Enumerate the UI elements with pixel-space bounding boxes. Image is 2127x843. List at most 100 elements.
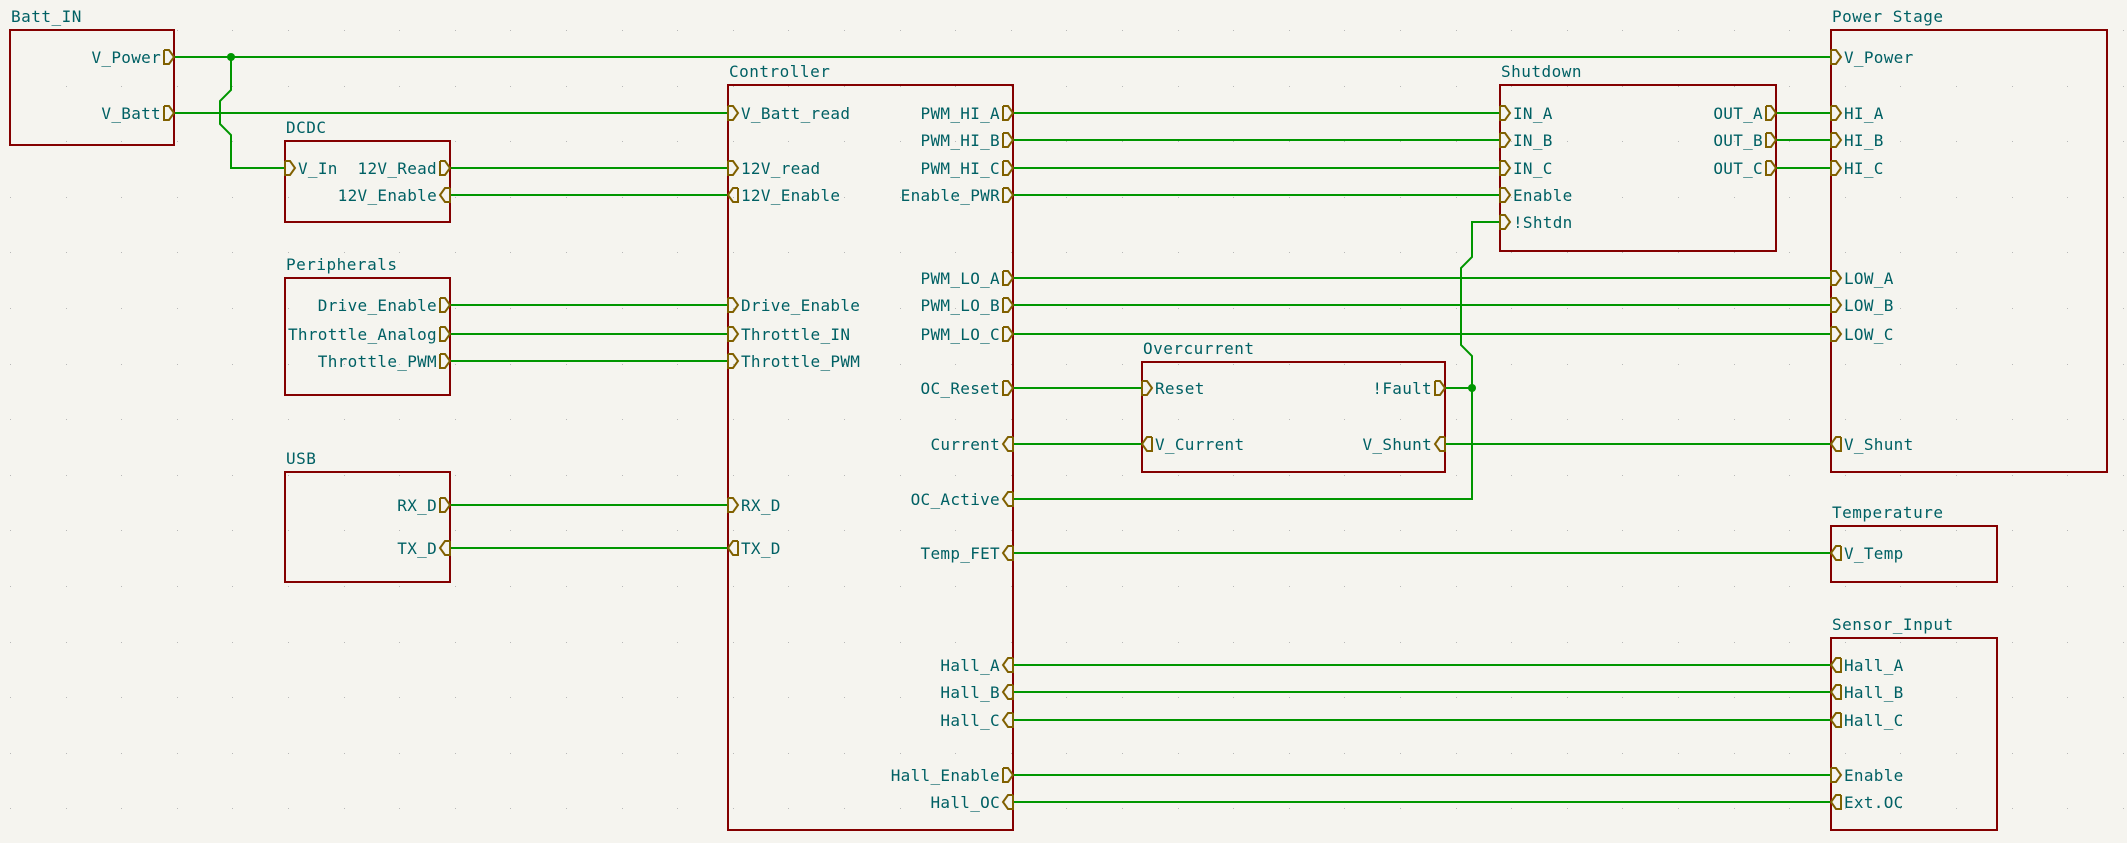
pin-enable[interactable]: Enable [1499,186,1573,205]
sheet-border[interactable] [1830,637,1998,831]
sheet-dcdc[interactable]: DCDC V_In 12V_Read 12V_Enable [284,118,452,223]
pin-hi-b[interactable]: HI_B [1830,131,1884,150]
sheet-title[interactable]: Sensor_Input [1832,615,1954,634]
pin-oc-active[interactable]: OC_Active [911,490,1014,509]
pin-in-a[interactable]: IN_A [1499,104,1553,123]
wire-oc-active[interactable] [1013,388,1473,500]
pin-ext-oc[interactable]: Ext.OC [1829,793,1904,812]
pin-v-power[interactable]: V_Power [91,48,176,67]
pin-rx-d[interactable]: RX_D [397,496,452,515]
pin-rx-d[interactable]: RX_D [727,496,781,515]
pin-hall-c[interactable]: Hall_C [1829,711,1904,730]
pin-hall-c[interactable]: Hall_C [940,711,1014,730]
sheet-title[interactable]: Batt_IN [11,7,82,26]
sheet-title[interactable]: DCDC [286,118,327,137]
sheet-border[interactable] [1141,361,1446,473]
pin-out-a[interactable]: OUT_A [1713,104,1778,123]
pin-pwm-hi-a[interactable]: PWM_HI_A [921,104,1015,123]
pin-label: !Shtdn [1513,213,1573,232]
pin-pwm-lo-c[interactable]: PWM_LO_C [921,325,1015,344]
pin-out-c[interactable]: OUT_C [1713,159,1778,178]
sheet-title[interactable]: Controller [729,62,830,81]
pin-drive-enable[interactable]: Drive_Enable [318,296,452,315]
pin-pwm-hi-b[interactable]: PWM_HI_B [921,131,1015,150]
pin-low-b[interactable]: LOW_B [1830,296,1894,315]
pin-label: PWM_LO_C [921,325,1000,344]
pin-v-shunt[interactable]: V_Shunt [1362,435,1446,454]
pin-label: 12V_Enable [741,186,840,205]
pin-out-b[interactable]: OUT_B [1713,131,1778,150]
sheet-border[interactable] [284,471,451,583]
pin-temp-fet[interactable]: Temp_FET [921,544,1014,563]
pin-v-temp[interactable]: V_Temp [1829,544,1904,563]
pin-label: Throttle_PWM [318,352,437,371]
pin-low-c[interactable]: LOW_C [1830,325,1894,344]
pin-low-a[interactable]: LOW_A [1830,269,1894,288]
pin-hi-a[interactable]: HI_A [1830,104,1884,123]
pin-current[interactable]: Current [930,435,1014,454]
pin-fault[interactable]: !Fault [1372,379,1447,398]
sheet-border[interactable] [1830,29,2108,473]
pin-hall-a[interactable]: Hall_A [940,656,1014,675]
input-pin-icon [727,497,740,513]
pin-shtdn[interactable]: !Shtdn [1499,213,1573,232]
sheet-border[interactable] [284,140,451,223]
pin-pwm-hi-c[interactable]: PWM_HI_C [921,159,1015,178]
pin-v-current[interactable]: V_Current [1140,435,1244,454]
wire-shtdn[interactable] [1460,221,1500,388]
pin-hall-b[interactable]: Hall_B [1829,683,1904,702]
pin-label: 12V_Enable [338,186,437,205]
pin-enable[interactable]: Enable [1830,766,1904,785]
pin-label: 12V_read [741,159,820,178]
pin-in-b[interactable]: IN_B [1499,131,1553,150]
pin-v-batt[interactable]: V_Batt [101,104,176,123]
input-pin-icon [727,326,740,342]
wire-v-in[interactable] [219,57,285,169]
pin-12v-read[interactable]: 12V_read [727,159,820,178]
pin-hall-a[interactable]: Hall_A [1829,656,1904,675]
pin-pwm-lo-a[interactable]: PWM_LO_A [921,269,1015,288]
pin-throttle-in[interactable]: Throttle_IN [727,325,850,344]
pin-oc-reset[interactable]: OC_Reset [921,379,1015,398]
pin-v-power[interactable]: V_Power [1830,48,1914,67]
pin-tx-d[interactable]: TX_D [726,539,781,558]
pin-v-in[interactable]: V_In [284,159,338,178]
pin-hi-c[interactable]: HI_C [1830,159,1884,178]
sheet-title[interactable]: USB [286,449,316,468]
sheet-title[interactable]: Peripherals [286,255,397,274]
sheet-title[interactable]: Power Stage [1832,7,1943,26]
sheet-peripherals[interactable]: PeripheralsDrive_EnableThrottle_AnalogTh… [284,255,452,396]
pin-in-c[interactable]: IN_C [1499,159,1553,178]
pin-throttle-pwm[interactable]: Throttle_PWM [318,352,452,371]
sheet-border[interactable] [9,29,175,146]
pin-reset[interactable]: Reset [1141,379,1205,398]
sheet-border[interactable] [284,277,451,396]
pin-pwm-lo-b[interactable]: PWM_LO_B [921,296,1015,315]
pin-throttle-pwm[interactable]: Throttle_PWM [727,352,860,371]
pin-drive-enable[interactable]: Drive_Enable [727,296,860,315]
sheet-title[interactable]: Overcurrent [1143,339,1254,358]
pin-12v-read[interactable]: 12V_Read [358,159,452,178]
sheet-title[interactable]: Shutdown [1501,62,1582,81]
pin-tx-d[interactable]: TX_D [397,539,451,558]
sheet-title[interactable]: Temperature [1832,503,1943,522]
pin-hall-enable[interactable]: Hall_Enable [891,766,1015,785]
pin-12v-enable[interactable]: 12V_Enable [726,186,840,205]
sheet-border[interactable] [727,84,1014,831]
pin-enable-pwr[interactable]: Enable_PWR [901,186,1015,205]
pin-v-shunt[interactable]: V_Shunt [1829,435,1914,454]
pin-12v-enable[interactable]: 12V_Enable [338,186,451,205]
pin-throttle-analog[interactable]: Throttle_Analog [288,325,452,344]
pin-hall-b[interactable]: Hall_B [940,683,1014,702]
pin-hall-oc[interactable]: Hall_OC [930,793,1014,812]
sheet-usb[interactable]: USB RX_D TX_D [284,449,452,583]
pin-v-batt-read[interactable]: V_Batt_read [727,104,850,123]
